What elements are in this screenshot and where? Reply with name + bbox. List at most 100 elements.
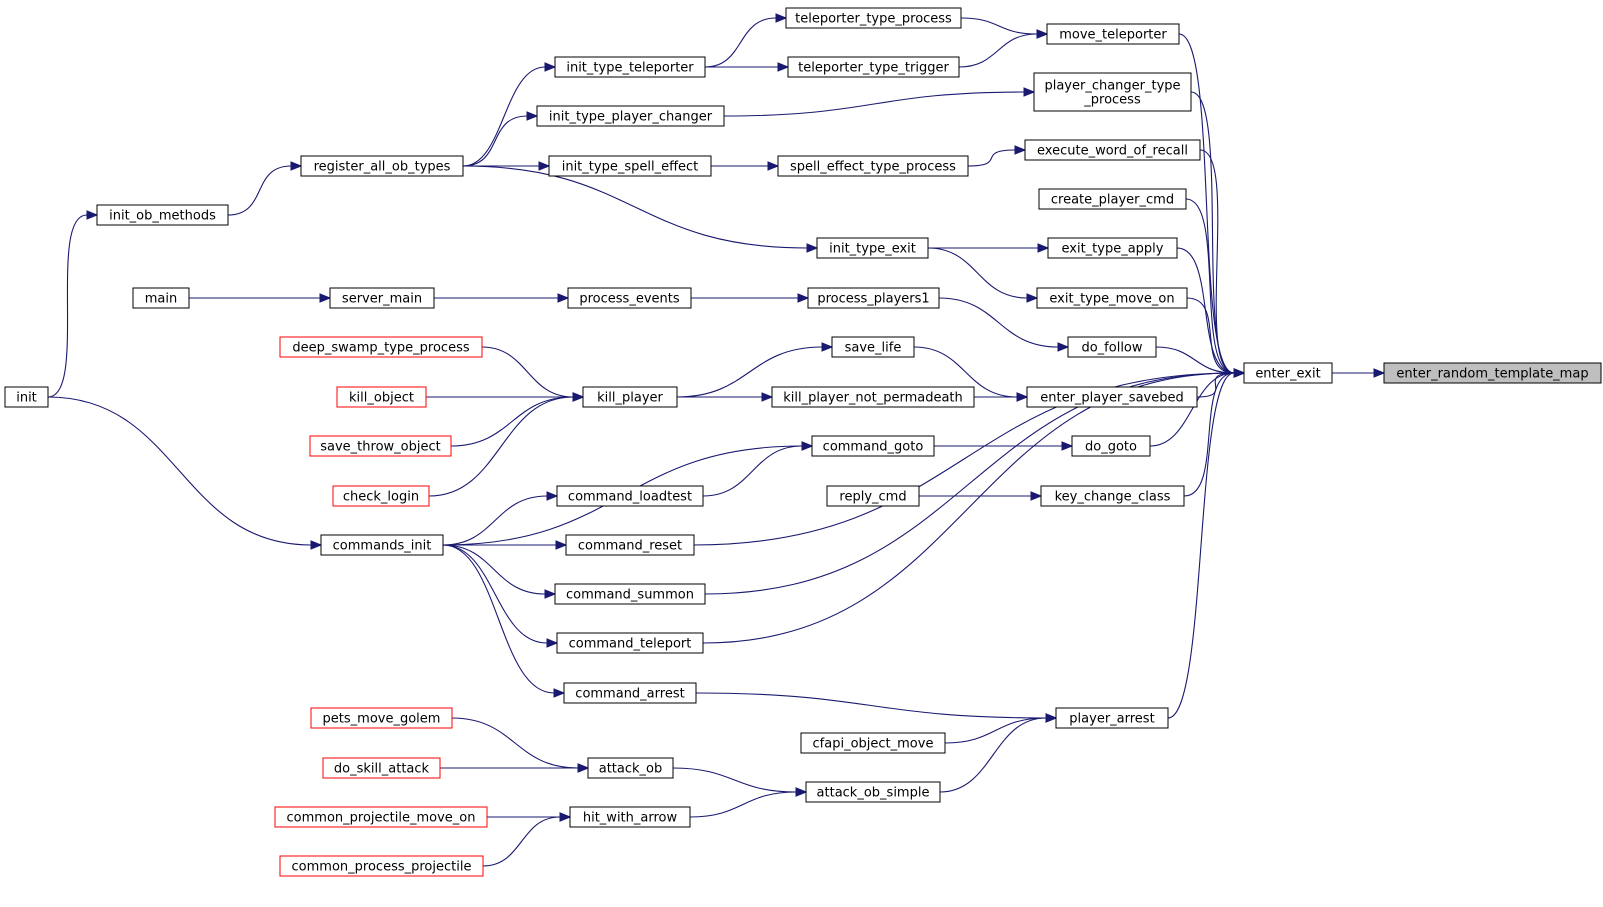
edge-attack_ob_simple-to-player_arrest [939,713,1058,793]
node-exit-type-move-on[interactable]: exit_type_move_on [1036,287,1188,309]
node-label: common_projectile_move_on [287,811,476,826]
node-label: spell_effect_type_process [790,160,956,175]
node-process-events[interactable]: process_events [567,287,692,309]
node-label: do_follow [1081,341,1142,356]
node-label: do_skill_attack [334,762,430,777]
node-label: common_process_projectile [292,860,472,875]
node-label: teleporter_type_process [795,12,952,27]
node-label: init_ob_methods [109,209,216,224]
node-label: pets_move_golem [323,712,441,727]
node-command-goto[interactable]: command_goto [811,435,935,457]
nodes-layer: enter_random_template_map enter_exit move_… [4,7,1602,877]
node-init-type-teleporter[interactable]: init_type_teleporter [554,56,706,78]
node-hit-with-arrow[interactable]: hit_with_arrow [569,806,691,828]
edge-process_players1-to-do_follow [938,297,1070,352]
node-label: command_goto [823,440,924,455]
node-command-loadtest[interactable]: command_loadtest [556,485,704,507]
node-pets-move-golem[interactable]: pets_move_golem [310,707,453,729]
node-player-arrest[interactable]: player_arrest [1055,707,1169,729]
edge-kill_player-to-kill_player_not_permadeath [677,392,774,402]
edge-exit_type_move_on-to-enter_exit [1186,297,1246,378]
node-enter-player-savebed[interactable]: enter_player_savebed [1026,386,1198,408]
node-label: _process [1083,93,1141,108]
node-label: player_arrest [1069,712,1154,727]
node-server-main[interactable]: server_main [329,287,435,309]
node-label: init_type_player_changer [549,110,713,125]
node-save-throw-object[interactable]: save_throw_object [309,435,452,457]
node-kill-player[interactable]: kill_player [582,386,678,408]
node-command-reset[interactable]: command_reset [565,534,695,556]
node-label: reply_cmd [839,490,906,505]
node-register-all-ob-types[interactable]: register_all_ob_types [300,155,464,177]
edge-init-to-init_ob_methods [47,210,99,398]
node-execute-word-of-recall[interactable]: execute_word_of_recall [1024,139,1201,161]
node-deep-swamp-type-process[interactable]: deep_swamp_type_process [279,336,483,358]
edge-command_goto-to-do_goto [933,441,1074,451]
node-do-goto[interactable]: do_goto [1071,435,1151,457]
node-reply-cmd[interactable]: reply_cmd [826,485,920,507]
node-attack-ob[interactable]: attack_ob [587,757,674,779]
node-label: process_events [579,292,679,307]
edge-command_loadtest-to-command_goto [702,441,814,497]
node-enter-exit[interactable]: enter_exit [1243,362,1333,384]
node-label: command_reset [578,539,682,554]
node-save-life[interactable]: save_life [831,336,915,358]
node-cfapi-object-move[interactable]: cfapi_object_move [800,732,946,754]
node-attack-ob-simple[interactable]: attack_ob_simple [805,781,941,803]
node-check-login[interactable]: check_login [332,485,430,507]
node-init-ob-methods[interactable]: init_ob_methods [96,204,229,226]
node-label: command_arrest [575,687,684,702]
edges-layer [47,13,1386,867]
node-init-type-spell-effect[interactable]: init_type_spell_effect [548,155,712,177]
node-command-summon[interactable]: command_summon [554,583,706,605]
node-key-change-class[interactable]: key_change_class [1040,485,1185,507]
edge-server_main-to-process_events [433,293,570,303]
node-player-changer-type-process[interactable]: player_changer_type_process [1033,72,1192,112]
node-label: init_type_teleporter [566,61,694,76]
node-common-projectile-move-on[interactable]: common_projectile_move_on [274,806,488,828]
node-command-arrest[interactable]: command_arrest [563,682,697,704]
node-init[interactable]: init [4,386,49,408]
node-main[interactable]: main [132,287,190,309]
edge-deep_swamp_type_process-to-kill_player [481,346,585,402]
edge-init-to-commands_init [47,396,323,550]
node-process-players1[interactable]: process_players1 [807,287,940,309]
edge-do_skill_attack-to-attack_ob [439,763,590,773]
edge-exit_type_apply-to-enter_exit [1176,247,1246,378]
edge-kill_player-to-save_life [676,342,834,398]
edge-spell_effect_type_process-to-execute_word_of_recall [967,145,1027,167]
edge-register_all_ob_types-to-init_type_player_changer [462,111,539,167]
node-init-type-exit[interactable]: init_type_exit [816,237,929,259]
node-label: save_life [845,341,902,356]
node-label: kill_player [597,391,663,406]
node-teleporter-type-trigger[interactable]: teleporter_type_trigger [787,56,960,78]
node-label: attack_ob [599,762,663,777]
edge-reply_cmd-to-key_change_class [919,491,1043,501]
node-enter-random-template-map[interactable]: enter_random_template_map [1383,362,1602,384]
edge-pets_move_golem-to-attack_ob [451,717,590,773]
node-command-teleport[interactable]: command_teleport [556,632,704,654]
node-label: enter_player_savebed [1040,391,1183,406]
edge-hit_with_arrow-to-attack_ob_simple [689,787,808,818]
node-kill-object[interactable]: kill_object [336,386,427,408]
node-move-teleporter[interactable]: move_teleporter [1046,23,1180,45]
node-label: attack_ob_simple [817,786,930,801]
node-init-type-player-changer[interactable]: init_type_player_changer [536,105,725,127]
node-kill-player-not-permadeath[interactable]: kill_player_not_permadeath [771,386,975,408]
node-create-player-cmd[interactable]: create_player_cmd [1038,188,1187,210]
node-label: register_all_ob_types [314,160,451,175]
node-label: kill_object [349,391,414,406]
edge-register_all_ob_types-to-init_type_teleporter [462,62,557,167]
node-exit-type-apply[interactable]: exit_type_apply [1047,237,1178,259]
node-teleporter-type-process[interactable]: teleporter_type_process [785,7,962,29]
edge-create_player_cmd-to-enter_exit [1185,198,1246,378]
node-do-skill-attack[interactable]: do_skill_attack [322,757,441,779]
edge-register_all_ob_types-to-init_type_spell_effect [463,161,551,171]
node-common-process-projectile[interactable]: common_process_projectile [279,855,484,877]
node-commands-init[interactable]: commands_init [320,534,444,556]
edge-process_events-to-process_players1 [690,293,810,303]
node-label: init_type_exit [829,242,916,257]
node-spell-effect-type-process[interactable]: spell_effect_type_process [777,155,969,177]
edge-commands_init-to-command_loadtest [442,491,559,546]
node-do-follow[interactable]: do_follow [1067,336,1157,358]
